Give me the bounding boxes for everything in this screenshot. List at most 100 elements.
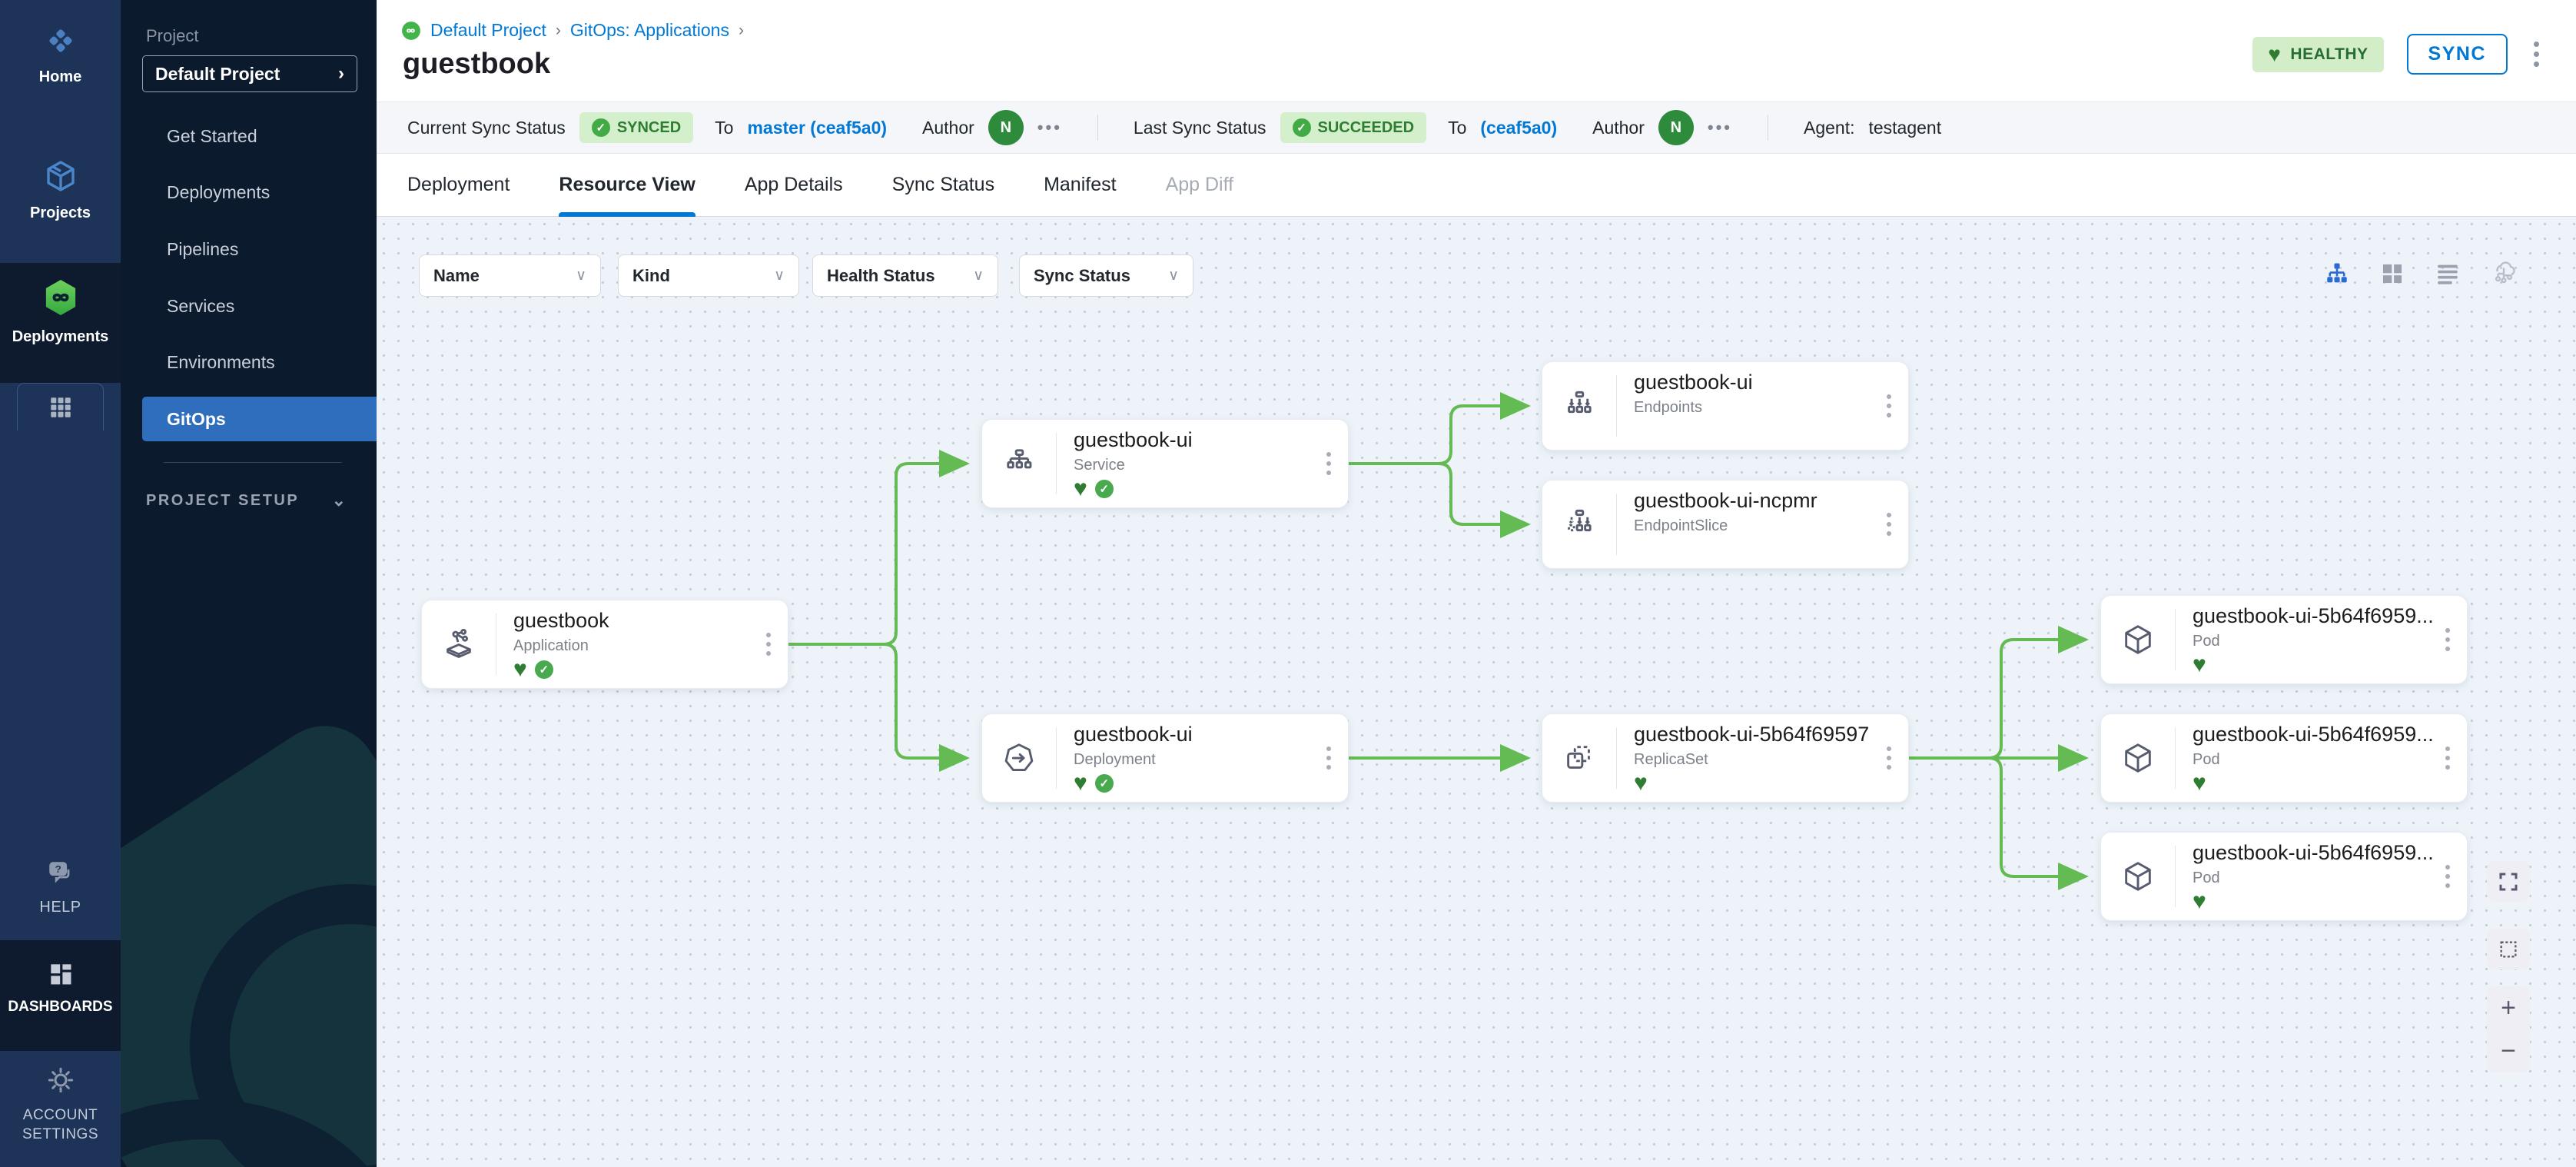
rail-item-home[interactable]: Home (0, 23, 121, 86)
node-deployment-guestbook-ui[interactable]: guestbook-ui Deployment ♥ ✓ (981, 713, 1349, 803)
healthy-heart-icon: ♥ (1074, 476, 1087, 501)
chevron-down-icon: ∨ (774, 268, 785, 284)
node-menu-kebab-icon[interactable] (1884, 743, 1894, 773)
region-select-button[interactable] (2487, 929, 2530, 969)
node-divider (1616, 375, 1617, 437)
node-title: guestbook-ui-5b64f69597 (1634, 723, 1870, 746)
node-kind: EndpointSlice (1634, 517, 1728, 534)
marquee-select-icon (2500, 941, 2517, 957)
node-endpointslice-guestbook-ui-ncpmr[interactable]: guestbook-ui-ncpmr EndpointSlice (1542, 480, 1909, 569)
tab-app-details[interactable]: App Details (744, 174, 843, 195)
home-icon (48, 29, 72, 52)
rail-item-help[interactable]: ? HELP (0, 858, 121, 916)
service-icon (982, 446, 1056, 481)
sidebar-item-gitops[interactable]: GitOps (142, 397, 377, 441)
chevron-right-icon: › (338, 63, 344, 84)
node-menu-kebab-icon[interactable] (763, 630, 774, 659)
filter-kind-dropdown[interactable]: Kind∨ (618, 254, 799, 297)
tab-app-diff[interactable]: App Diff (1165, 174, 1234, 195)
node-title: guestbook-ui-5b64f6959... (2193, 841, 2434, 864)
commit-more-dots[interactable]: ••• (1037, 118, 1062, 137)
node-menu-kebab-icon[interactable] (2442, 862, 2453, 891)
node-menu-kebab-icon[interactable] (2442, 743, 2453, 773)
current-sync-status-label: Current Sync Status (407, 117, 566, 138)
gitops-app-icon (402, 21, 420, 40)
node-pod-1[interactable]: guestbook-ui-5b64f6959... Pod ♥ (2100, 595, 2468, 684)
author-label: Author (922, 117, 974, 138)
check-circle-icon: ✓ (1292, 118, 1311, 137)
author-avatar: N (1658, 110, 1694, 145)
sync-button[interactable]: SYNC (2406, 34, 2508, 75)
node-title: guestbook-ui-ncpmr (1634, 489, 1817, 512)
project-selector[interactable]: Default Project › (142, 55, 357, 92)
breadcrumb: Default Project › GitOps: Applications › (401, 20, 744, 41)
node-kind: Application (513, 637, 589, 654)
tab-resource-view[interactable]: Resource View (559, 154, 696, 217)
divider (1097, 115, 1098, 141)
list-view-icon[interactable] (2435, 261, 2461, 287)
grid-view-icon[interactable] (2379, 261, 2405, 287)
node-endpoints-guestbook-ui[interactable]: guestbook-ui Endpoints (1542, 361, 1909, 451)
app-menu-kebab-icon[interactable] (2531, 38, 2542, 70)
project-setup-toggle[interactable]: PROJECT SETUP ⌄ (146, 490, 354, 510)
last-revision-link[interactable]: (ceaf5a0) (1480, 117, 1558, 138)
rail-label: HELP (39, 899, 81, 916)
rail-item-dashboards[interactable]: DASHBOARDS (0, 959, 121, 1016)
to-label: To (1448, 117, 1467, 138)
rail-label: DASHBOARDS (8, 999, 113, 1015)
sidebar-item-services[interactable]: Services (167, 296, 235, 316)
breadcrumb-link-project[interactable]: Default Project (430, 20, 546, 40)
node-replicaset-guestbook-ui-5b64f69597[interactable]: guestbook-ui-5b64f69597 ReplicaSet ♥ (1542, 713, 1909, 803)
node-menu-kebab-icon[interactable] (1884, 391, 1894, 421)
filter-name-dropdown[interactable]: Name∨ (419, 254, 601, 297)
tree-view-icon[interactable] (2324, 261, 2350, 287)
breadcrumb-link-applications[interactable]: GitOps: Applications (569, 20, 729, 40)
node-menu-kebab-icon[interactable] (1323, 743, 1334, 773)
network-view-icon[interactable] (2490, 260, 2518, 288)
synced-check-icon: ✓ (1094, 774, 1114, 793)
chevron-down-icon: ⌄ (331, 490, 346, 510)
sidebar-item-environments[interactable]: Environments (167, 352, 275, 372)
last-sync-status-badge: ✓ SUCCEEDED (1280, 112, 1427, 143)
rail-item-deployments[interactable]: Deployments (0, 277, 121, 346)
filter-sync-status-dropdown[interactable]: Sync Status∨ (1019, 254, 1193, 297)
filter-health-status-dropdown[interactable]: Health Status∨ (812, 254, 998, 297)
tab-manifest[interactable]: Manifest (1044, 174, 1117, 195)
node-service-guestbook-ui[interactable]: guestbook-ui Service ♥ ✓ (981, 419, 1349, 508)
node-divider (2175, 727, 2176, 789)
gear-icon (48, 1067, 73, 1093)
tab-deployment[interactable]: Deployment (407, 174, 510, 195)
module-picker-button[interactable] (17, 383, 104, 431)
node-menu-kebab-icon[interactable] (1884, 510, 1894, 539)
module-rail: Home Projects Deployments ? HELP (0, 0, 121, 1167)
sync-status-bar: Current Sync Status ✓ SYNCED To master (… (377, 101, 2576, 154)
node-divider (1616, 727, 1617, 789)
tab-sync-status[interactable]: Sync Status (891, 174, 995, 195)
commit-more-dots[interactable]: ••• (1707, 118, 1732, 137)
page-title: guestbook (403, 48, 551, 80)
node-pod-3[interactable]: guestbook-ui-5b64f6959... Pod ♥ (2100, 832, 2468, 921)
resource-tree-canvas[interactable]: Name∨ Kind∨ Health Status∨ Sync Status∨ (377, 217, 2576, 1167)
current-revision-link[interactable]: master (ceaf5a0) (747, 117, 888, 138)
sidebar-item-deployments[interactable]: Deployments (167, 182, 271, 202)
node-kind: Deployment (1074, 751, 1156, 768)
view-mode-toggles (2324, 260, 2518, 288)
help-icon: ? (48, 862, 69, 883)
zoom-out-button[interactable]: − (2501, 1036, 2516, 1066)
rail-item-account-settings[interactable]: ACCOUNT SETTINGS (0, 1065, 121, 1144)
rail-item-projects[interactable]: Projects (0, 158, 121, 222)
dashboards-icon (50, 964, 71, 985)
sidebar-item-get-started[interactable]: Get Started (167, 126, 257, 146)
zoom-in-button[interactable]: + (2501, 992, 2516, 1022)
chevron-down-icon: ∨ (1168, 268, 1179, 284)
sidebar-item-pipelines[interactable]: Pipelines (167, 239, 239, 259)
node-divider (1056, 727, 1057, 789)
node-menu-kebab-icon[interactable] (1323, 449, 1334, 478)
node-menu-kebab-icon[interactable] (2442, 625, 2453, 654)
node-pod-2[interactable]: guestbook-ui-5b64f6959... Pod ♥ (2100, 713, 2468, 803)
node-title: guestbook-ui (1074, 428, 1193, 451)
fit-to-screen-button[interactable] (2487, 861, 2530, 902)
zoom-controls: + − (2487, 986, 2530, 1072)
node-application-guestbook[interactable]: guestbook Application ♥ ✓ (421, 600, 788, 689)
sidebar-divider (164, 462, 342, 463)
